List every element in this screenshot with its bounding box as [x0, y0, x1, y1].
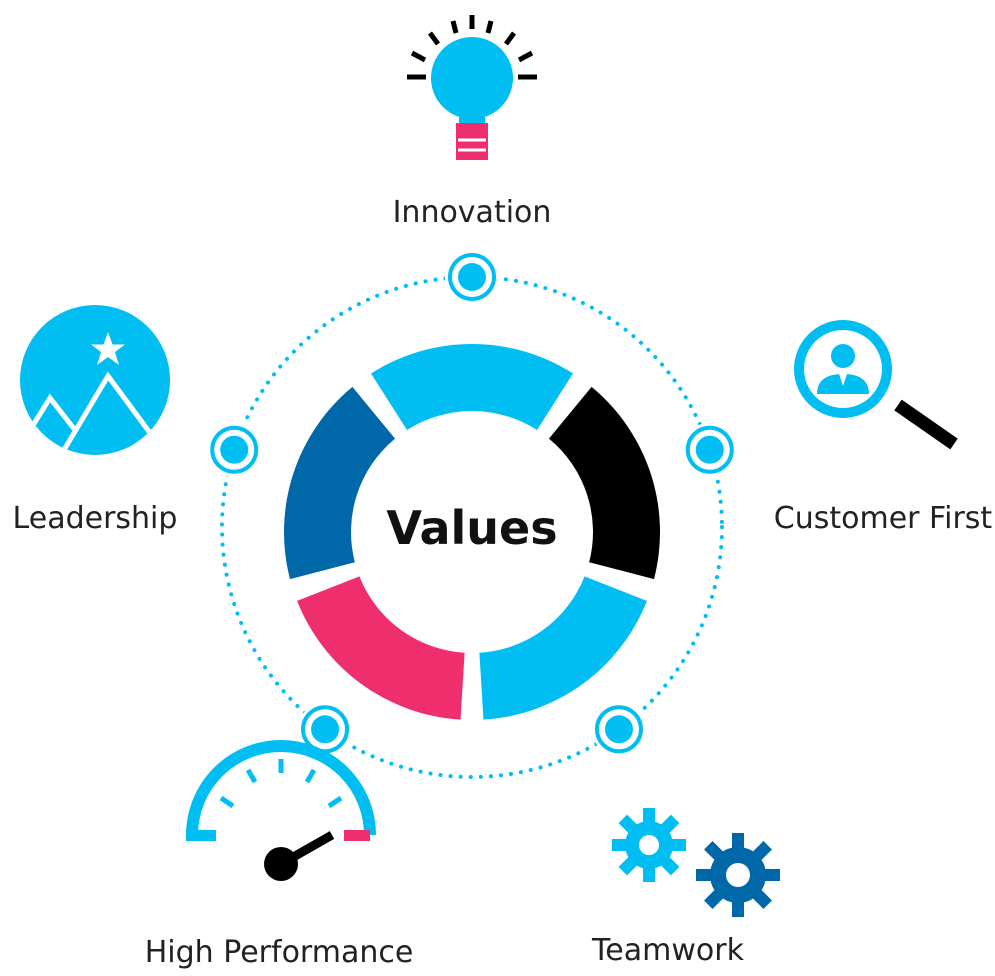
ring-segment-leadership [284, 386, 396, 580]
orbit-node-leadership [207, 422, 262, 477]
gears-icon [612, 808, 780, 917]
customer-search-icon [794, 320, 958, 450]
orbit-node-customer-first [682, 422, 737, 477]
orbit-nodes [207, 250, 737, 757]
speedometer-icon [186, 740, 376, 881]
ring-segment-customer-first [548, 386, 661, 580]
ring-segment-high-performance [297, 576, 465, 720]
dotted-orbit-ring [220, 275, 724, 779]
lightbulb-icon [407, 15, 537, 160]
label-leadership: Leadership [13, 501, 178, 536]
orbit-node-high-performance [298, 702, 353, 757]
label-customer-first: Customer First [774, 501, 993, 536]
label-teamwork: Teamwork [591, 933, 745, 968]
values-donut [284, 344, 661, 720]
label-high-performance: High Performance [145, 935, 414, 970]
label-innovation: Innovation [393, 195, 552, 230]
ring-segment-innovation [370, 344, 574, 430]
center-title: Values [386, 501, 557, 555]
orbit-node-teamwork [591, 702, 646, 757]
mountain-star-icon [20, 305, 170, 455]
ring-segment-teamwork [479, 576, 647, 720]
orbit-node-innovation [445, 250, 499, 304]
